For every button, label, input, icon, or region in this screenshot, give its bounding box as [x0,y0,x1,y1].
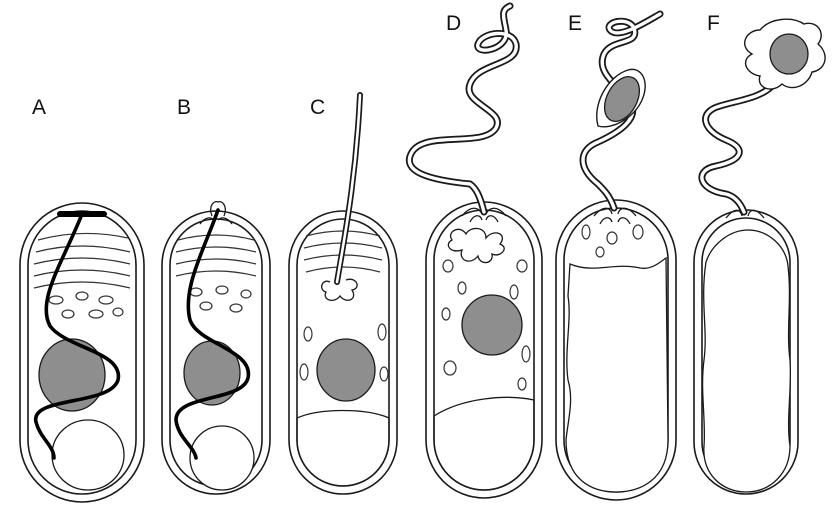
panel-c: C [289,95,397,494]
panel-f: F [694,12,825,494]
polaroplast-lamellae-b [176,235,256,276]
nucleus-d [462,295,522,355]
panel-b: B [162,96,270,494]
posterior-vacuole-c [297,411,389,487]
polar-tube-c [337,95,360,282]
empty-cavity-e [566,258,668,492]
vacuole-debris-d [448,228,504,262]
vesicles-a [49,292,123,318]
panel-label-b: B [177,96,191,119]
vesicles-e [582,225,643,257]
panel-e: E [556,12,676,500]
empty-cavity-f [703,230,791,492]
panel-label-f: F [707,12,720,35]
nucleus-c [317,339,375,401]
panel-label-a: A [32,96,46,119]
panel-label-e: E [568,12,582,35]
posterior-vacuole-d [434,397,534,490]
polaroplast-lamellae-a [34,233,130,288]
panel-label-c: C [310,96,325,119]
panel-a: A [20,96,144,502]
posterior-vacuole-b [190,426,254,490]
nucleus-f [770,34,808,74]
polar-tube-f [702,86,772,212]
panel-d: D [409,6,542,498]
vesicles-b [190,286,251,312]
polar-tube-d [409,6,516,212]
panel-label-d: D [446,12,461,35]
posterior-vacuole-a [52,420,124,490]
